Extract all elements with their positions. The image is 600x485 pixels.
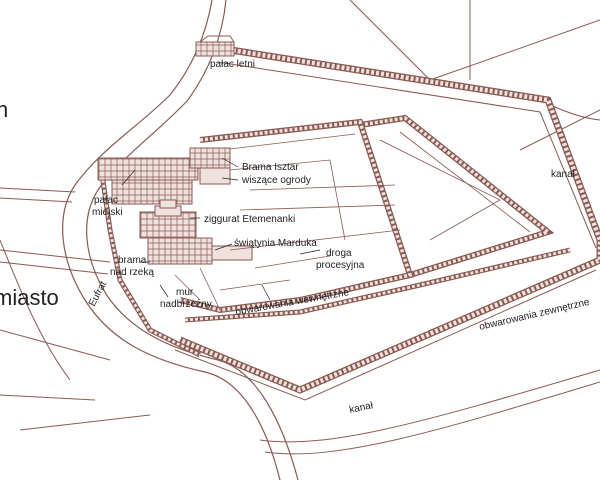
palace-complex (97, 147, 231, 205)
label-ziggurat: ziggurat Etemenanki (204, 214, 295, 225)
summer-palace (195, 35, 235, 57)
marduk-temple (147, 237, 253, 265)
label-procession-way-1: droga (326, 248, 352, 259)
leader-lines (121, 157, 321, 301)
label-canal-top: kanał (551, 169, 576, 180)
label-river-gate-2: nad rzeką (110, 267, 154, 278)
label-summer-palace: pałac letni (210, 59, 255, 70)
inner-walls (179, 118, 571, 323)
label-river-wall-1: mur (176, 287, 194, 298)
label-city: miasto (0, 285, 59, 310)
label-edge-fragment: n (0, 97, 8, 122)
river-wall (97, 159, 202, 358)
label-procession-way-2: procesyjna (316, 260, 365, 271)
label-ishtar-gate: Brama Isztar (242, 162, 299, 173)
label-river-wall-2: nadbrzeżny (160, 299, 212, 310)
euphrates-river (62, 0, 299, 481)
label-city-palace-2: miejski (92, 207, 123, 218)
label-marduk-temple: świątynia Marduka (234, 238, 317, 249)
outer-walls (174, 44, 600, 401)
canals (0, 0, 600, 455)
ziggurat-etemenanki (139, 199, 197, 239)
east-city-walls (359, 114, 555, 278)
label-city-palace-1: pałac (94, 195, 118, 206)
label-canal-bottom: kanał (348, 400, 374, 416)
label-hanging-gardens: wiszące ogrody (241, 175, 311, 186)
streets (174, 159, 401, 311)
label-river-gate-1: brama (118, 255, 147, 266)
labels: pałac letni Brama Isztar wiszące ogrody … (0, 59, 591, 416)
